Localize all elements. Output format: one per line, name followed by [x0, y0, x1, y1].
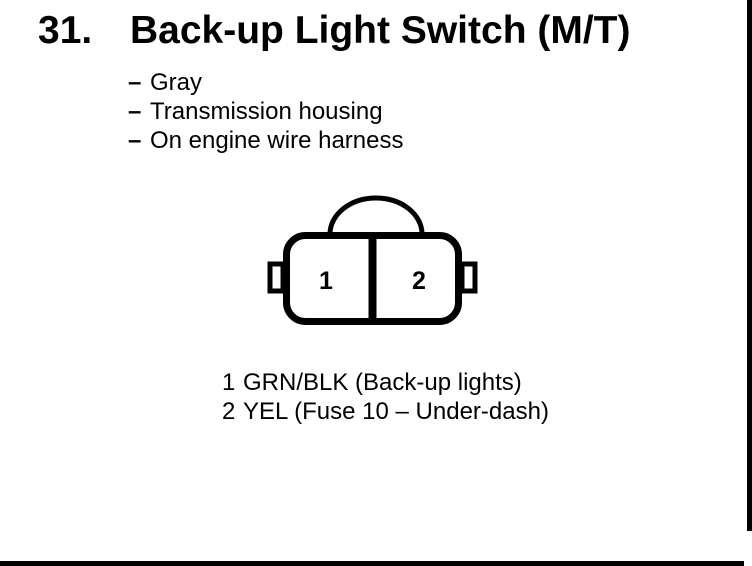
attribute-text: Transmission housing: [150, 98, 383, 125]
connector-latch-arc: [327, 195, 425, 235]
dash-marker: –: [128, 98, 142, 125]
connector-diagram: 1 2: [267, 195, 478, 325]
cavity-2-label: 2: [412, 267, 426, 295]
legend-wire-text: YEL (Fuse 10 – Under-dash): [243, 398, 549, 425]
connector-tab-left: [267, 261, 286, 294]
connector-tab-right: [459, 261, 478, 294]
page-title: Back-up Light Switch (M/T): [130, 9, 631, 52]
entry-number: 31.: [38, 9, 93, 52]
pin-legend: 1 GRN/BLK (Back-up lights) 2 YEL (Fuse 10 …: [222, 368, 549, 426]
cavity-1-label: 1: [319, 267, 333, 295]
attribute-text: On engine wire harness: [150, 127, 404, 154]
scan-edge-bottom: [0, 561, 744, 566]
attribute-item: –Gray: [128, 68, 403, 97]
attribute-item: –On engine wire harness: [128, 126, 403, 155]
legend-pin-number: 2: [222, 398, 236, 425]
attribute-item: –Transmission housing: [128, 97, 403, 126]
attribute-list: –Gray –Transmission housing –On engine w…: [128, 68, 403, 155]
dash-marker: –: [128, 127, 142, 154]
attribute-text: Gray: [150, 69, 203, 96]
entry-heading: 31. Back-up Light Switch (M/T): [0, 9, 752, 58]
legend-row: 2 YEL (Fuse 10 – Under-dash): [222, 397, 549, 426]
legend-row: 1 GRN/BLK (Back-up lights): [222, 368, 549, 397]
legend-wire-text: GRN/BLK (Back-up lights): [243, 369, 522, 396]
legend-pin-number: 1: [222, 369, 236, 396]
dash-marker: –: [128, 69, 142, 96]
scan-edge-right: [747, 0, 752, 531]
